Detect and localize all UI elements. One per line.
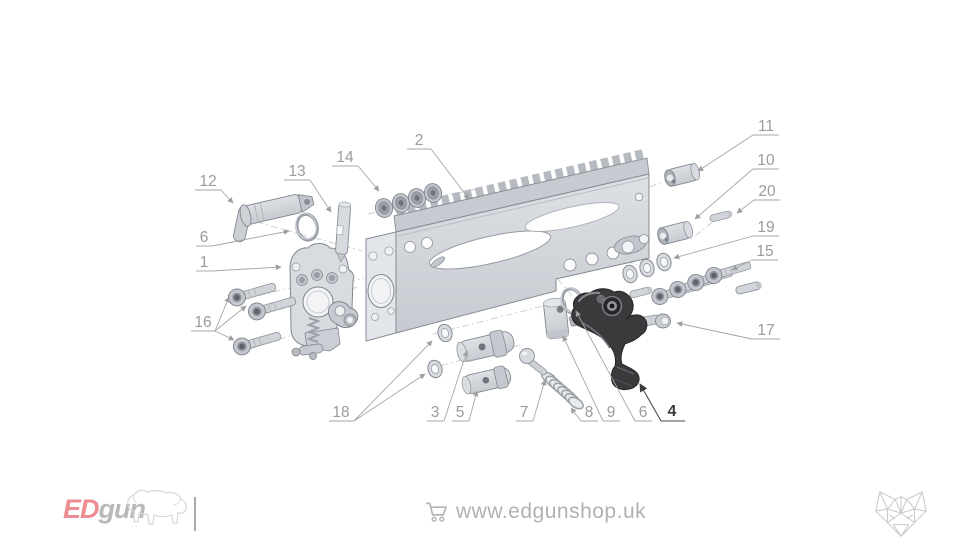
part-label-17: 17 xyxy=(757,322,774,339)
shop-link[interactable]: www.edgunshop.uk xyxy=(425,500,646,524)
cart-icon xyxy=(425,502,447,522)
detent-pin xyxy=(335,201,352,263)
fox-logo xyxy=(875,491,927,537)
part-label-12: 12 xyxy=(199,173,216,190)
part-labels: 12 13 14 6 1 16 2 11 10 20 19 xyxy=(191,118,780,422)
part-label-20: 20 xyxy=(758,183,776,200)
pin-20 xyxy=(708,209,734,223)
shop-url: www.edgunshop.uk xyxy=(456,500,647,523)
ball-pin-7 xyxy=(519,348,547,376)
edgun-logo-ed: ED xyxy=(63,494,100,524)
receiver-chassis xyxy=(365,148,650,342)
part-label-8: 8 xyxy=(585,404,594,421)
o-ring-upper xyxy=(295,212,319,242)
part-label-4-highlighted: 4 xyxy=(668,403,677,420)
washers-18 xyxy=(425,322,455,380)
part-label-7: 7 xyxy=(520,404,529,421)
bushing-11 xyxy=(662,161,702,188)
part-label-11: 11 xyxy=(758,118,774,135)
front-bracket xyxy=(289,243,355,352)
part-label-15: 15 xyxy=(756,243,773,260)
dowel-pin-15 xyxy=(734,280,764,296)
bushing-10 xyxy=(655,219,695,246)
part-label-2: 2 xyxy=(415,132,424,149)
part-label-6b: 6 xyxy=(639,404,648,421)
part-label-5: 5 xyxy=(456,404,465,421)
part-label-9: 9 xyxy=(607,404,616,421)
trigger-blade xyxy=(569,288,648,391)
part-label-3: 3 xyxy=(431,404,440,421)
trigger-bushing-9 xyxy=(543,297,570,340)
coil-spring-8 xyxy=(541,371,584,410)
part-label-13: 13 xyxy=(288,163,305,180)
part-label-14: 14 xyxy=(336,149,354,166)
part-label-18: 18 xyxy=(332,404,349,421)
cylinder-5 xyxy=(461,365,512,395)
sear-lever-assembly xyxy=(291,301,359,360)
footer xyxy=(0,475,969,545)
part-label-6a: 6 xyxy=(200,229,209,246)
part-label-19: 19 xyxy=(757,219,774,236)
socket-screws-left xyxy=(225,277,299,358)
pin-small xyxy=(628,285,654,299)
edgun-logo: EDgun xyxy=(63,494,146,524)
part-label-10: 10 xyxy=(757,152,775,169)
cylinder-3 xyxy=(456,329,515,363)
part-label-16: 16 xyxy=(194,314,211,331)
lever-bolt xyxy=(233,194,315,243)
dog-logo xyxy=(127,489,187,525)
footer-divider xyxy=(194,497,196,531)
part-label-1: 1 xyxy=(200,254,209,271)
